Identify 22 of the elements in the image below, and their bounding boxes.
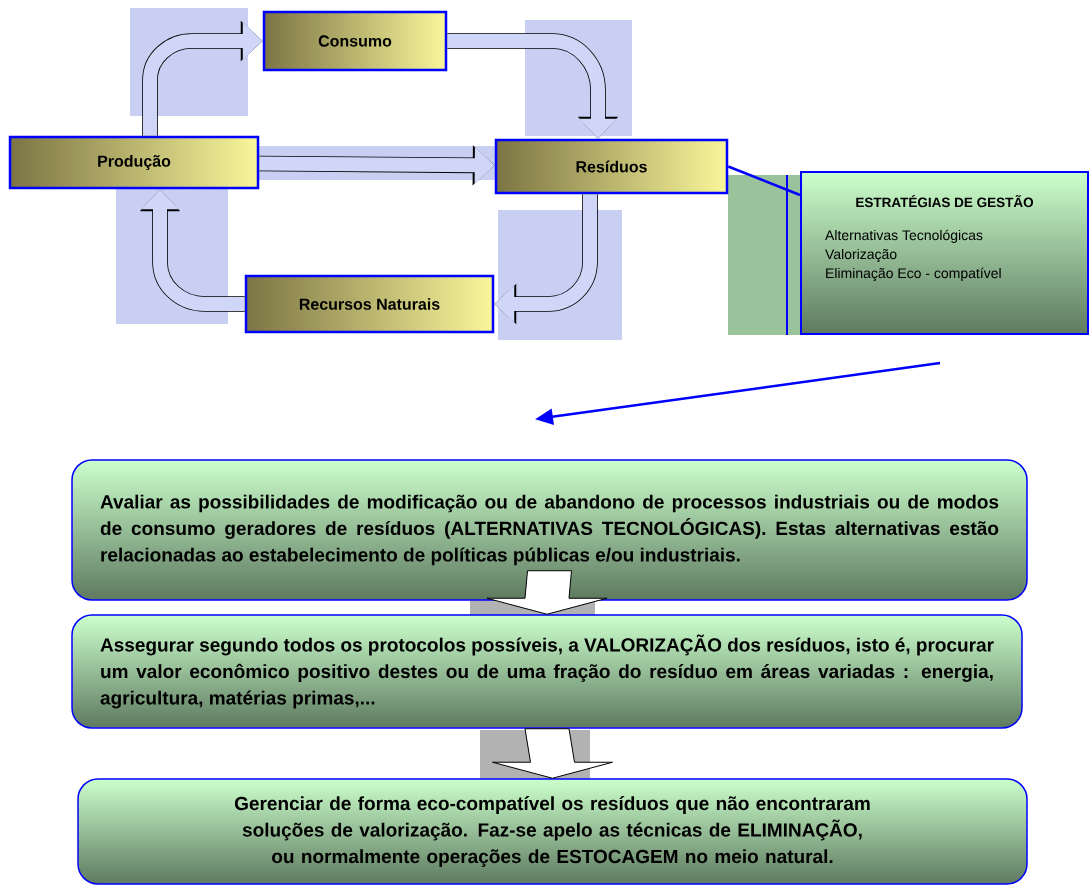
list-item: Valorização <box>825 248 897 262</box>
list-item: Eliminação Eco - compatível <box>826 267 1001 281</box>
process-box <box>494 138 729 195</box>
block-arrow <box>492 728 613 779</box>
callout-heading: ESTRATÉGIAS DE GESTÃO <box>856 195 1034 208</box>
box-label: Resíduos <box>576 160 647 173</box>
callout-box <box>800 171 1089 335</box>
leader-line <box>727 165 801 197</box>
step-box <box>71 614 1023 729</box>
process-box <box>8 135 260 190</box>
step-text: Avaliar as possibilidades de modificação ou de abandono de processos industriais ou de modos de consumo geradores de resíduos (ALTERNATIVAS TECNOLÓGICAS). Estas alternativas estão relacionadas ao estabelecimento de políticas públicas e/ou industriais. <box>100 494 999 566</box>
step-text: Gerenciar de forma eco-compatível os resíduos que não encontraram soluções de valorização. Faz-se apelo as técnicas de ELIMINAÇÃO, ou normalmente operações de ESTOCAGEM no meio natural. <box>234 796 870 867</box>
box-label: Recursos Naturais <box>299 298 440 310</box>
box-label: Consumo <box>318 35 392 47</box>
process-box <box>262 10 448 72</box>
step-box <box>71 459 1028 601</box>
step-text: Assegurar segundo todos os protocolos possíveis, a VALORIZAÇÃO dos resíduos, isto é, procurar um valor econômico positivo destes ou de uma fração do resíduo em áreas variadas : energia, agricultura, matérias primas,... <box>100 634 994 709</box>
step-box <box>77 778 1028 885</box>
box-label: Produção <box>98 155 171 170</box>
list-item: Alternativas Tecnológicas <box>825 229 983 243</box>
block-arrow <box>486 570 608 615</box>
process-box <box>244 274 495 334</box>
